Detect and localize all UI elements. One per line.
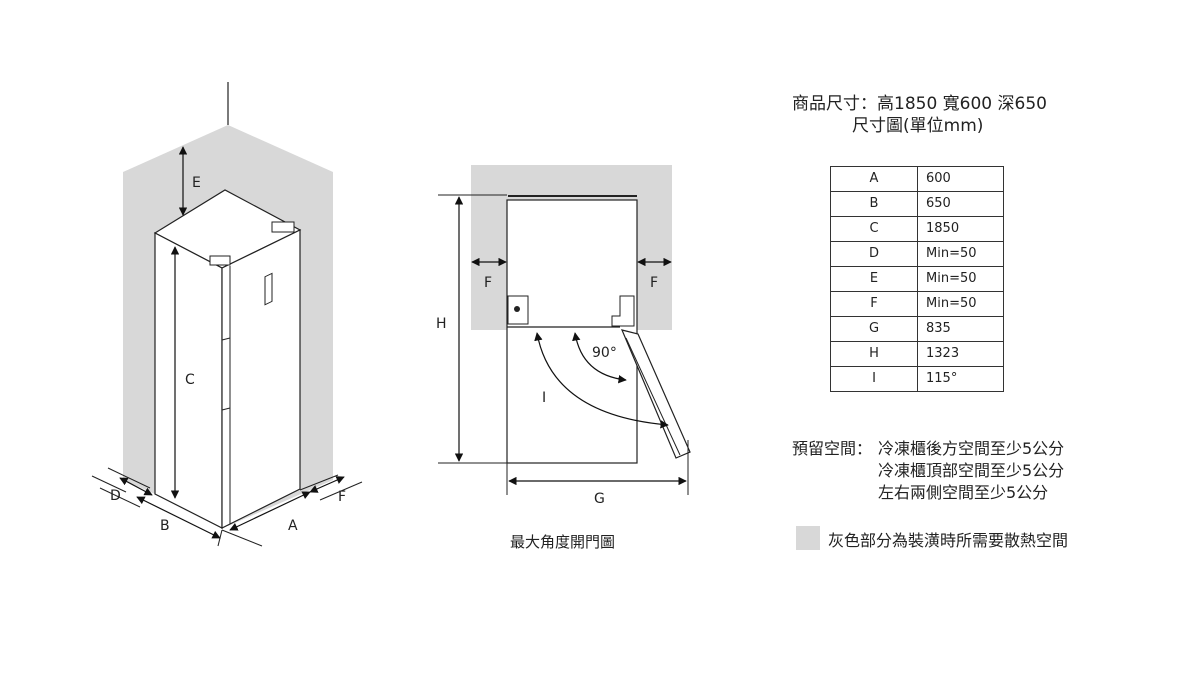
dim-key: E <box>830 266 918 292</box>
label-C: C <box>185 372 195 388</box>
label-G: G <box>594 491 605 507</box>
door-seam <box>221 407 231 411</box>
label-F-left: F <box>484 275 492 291</box>
clearance-line: 冷凍櫃後方空間至少5公分 <box>878 439 1065 458</box>
top-view-caption: 最大角度開門圖 <box>510 533 616 551</box>
dim-key: B <box>830 191 918 217</box>
label-E: E <box>192 175 201 191</box>
clearance-shading <box>471 165 672 330</box>
hinge-right <box>611 295 635 327</box>
dim-value: 1850 <box>917 216 1004 242</box>
top-view: H F F 90° I G <box>436 165 691 507</box>
cabinet-front <box>221 229 301 529</box>
legend-swatch <box>796 526 820 550</box>
dim-key: C <box>830 216 918 242</box>
dim-value: 650 <box>917 191 1004 217</box>
clearance-label: 預留空間： <box>792 439 873 458</box>
unit-line: 尺寸圖(單位mm) <box>852 116 984 136</box>
dim-ext-line <box>99 487 141 508</box>
dim-value: 600 <box>917 166 1004 192</box>
hinge-pin <box>514 306 520 312</box>
dim-ext-line <box>221 529 263 547</box>
dim-line-B <box>136 496 221 539</box>
dim-value: 115° <box>917 366 1004 392</box>
label-D: D <box>110 488 121 504</box>
label-I: I <box>542 390 546 406</box>
clearance-line: 左右兩側空間至少5公分 <box>878 483 1049 502</box>
dim-key: D <box>830 241 918 267</box>
top-hinge <box>271 221 295 233</box>
door-handle <box>264 272 273 306</box>
dim-value: 1323 <box>917 341 1004 367</box>
legend-text: 灰色部分為裝潢時所需要散熱空間 <box>828 531 1069 550</box>
clearance-line: 冷凍櫃頂部空間至少5公分 <box>878 461 1065 480</box>
label-F: F <box>338 489 346 505</box>
dim-key: F <box>830 291 918 317</box>
dim-value: Min=50 <box>917 291 1004 317</box>
label-F-right: F <box>650 275 658 291</box>
label-A: A <box>288 518 298 534</box>
isometric-view: E C D B A F <box>91 82 363 547</box>
dim-value: Min=50 <box>917 241 1004 267</box>
dim-value: Min=50 <box>917 266 1004 292</box>
dim-key: H <box>830 341 918 367</box>
dim-line-D <box>119 477 153 496</box>
label-angle-90: 90° <box>592 345 617 361</box>
dim-line-A <box>229 491 311 531</box>
product-size-line: 商品尺寸：高1850 寬600 深650 <box>792 94 1047 114</box>
door-seam <box>221 337 231 341</box>
arc-I <box>534 332 669 429</box>
dim-key: G <box>830 316 918 342</box>
top-hinge <box>209 255 231 266</box>
dim-line-F <box>309 476 345 493</box>
dim-key: A <box>830 166 918 192</box>
label-B: B <box>160 518 170 534</box>
cabinet-outline <box>506 199 638 464</box>
dim-value: 835 <box>917 316 1004 342</box>
label-H: H <box>436 316 447 332</box>
dim-key: I <box>830 366 918 392</box>
